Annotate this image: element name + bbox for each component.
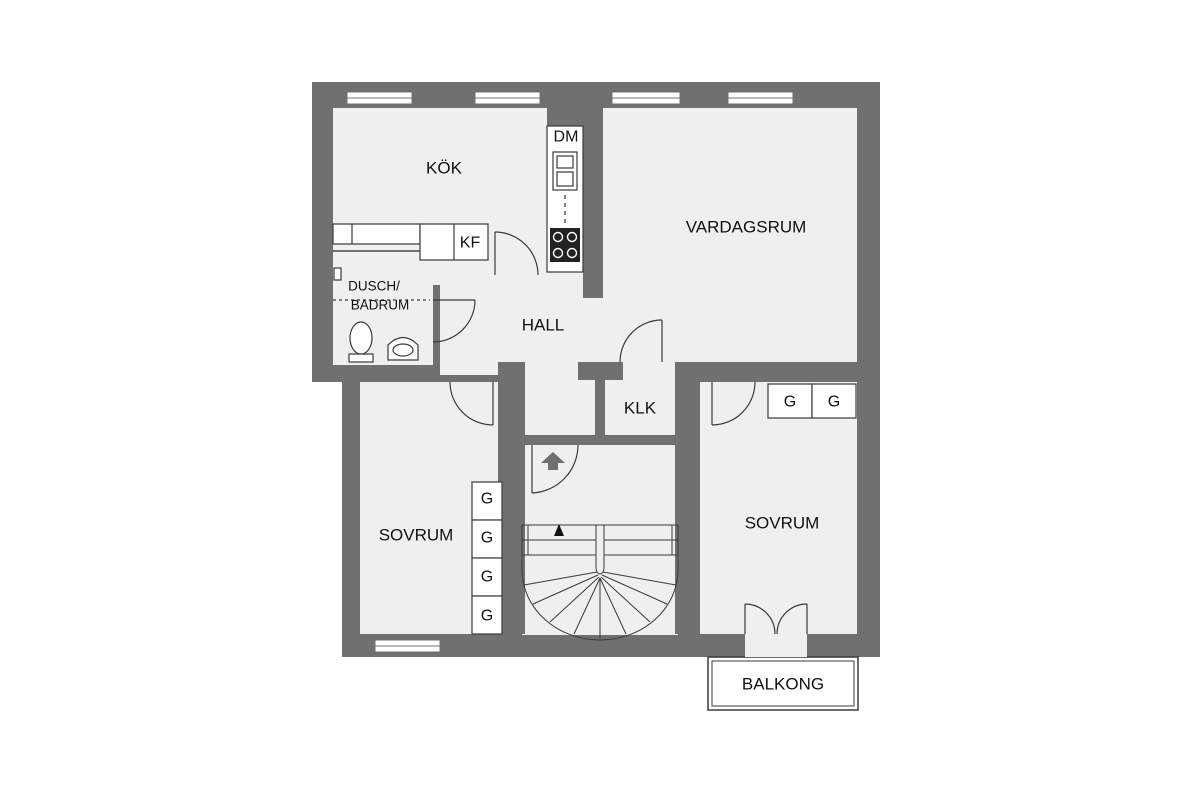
living-floor: [560, 108, 857, 362]
balcony-door-gap: [745, 634, 807, 657]
stair-step: [532, 574, 599, 605]
stair-step: [601, 574, 668, 605]
basin-bowl: [392, 343, 414, 357]
door-arc-balcony-1: [744, 603, 776, 635]
stair-step: [602, 571, 677, 586]
stove: [550, 228, 580, 262]
room-label-bath-line1: DUSCH/: [348, 279, 400, 294]
door-arc-bedroom-right: [711, 381, 756, 426]
room-label-bedroom-right: SOVRUM: [745, 514, 820, 533]
wardrobe-label: G: [481, 608, 493, 625]
toilet-tank: [348, 353, 374, 363]
stair-step: [599, 577, 627, 635]
wall-right-column: [675, 362, 700, 634]
wardrobe-box: [767, 383, 813, 419]
stair-step: [600, 576, 651, 623]
burner: [566, 231, 578, 243]
wardrobe-boxes: [471, 383, 857, 635]
shower-head: [333, 267, 342, 281]
stair-inner: [595, 525, 605, 575]
door-arc-bath: [432, 299, 476, 343]
sink-bowl-2: [556, 171, 574, 187]
room-label-closet: KLK: [624, 399, 657, 418]
door-arc-balcony-2: [776, 603, 808, 635]
room-label-living: VARDAGSRUM: [686, 218, 807, 237]
wardrobe-label: G: [784, 394, 796, 411]
stair-step: [573, 577, 601, 635]
room-label-bath-line2: BADRUM: [351, 298, 410, 313]
windows: [346, 91, 794, 653]
wall-stair-top: [525, 435, 678, 445]
balcony-inner: [711, 660, 855, 707]
staircase: [521, 524, 679, 641]
closet-floor: [605, 380, 675, 435]
wardrobe-box: [811, 383, 857, 419]
stove-top: [550, 228, 580, 262]
stair-outer: [521, 525, 679, 641]
stair-step: [523, 571, 598, 586]
toilet-bowl: [349, 321, 373, 355]
entry-arrow-shape: [541, 452, 565, 470]
wardrobe-label: G: [481, 491, 493, 508]
kitchen-counter-bottom: [332, 223, 421, 245]
room-label-hall: HALL: [522, 316, 565, 335]
wardrobe-label: G: [481, 530, 493, 547]
fixture-label-fridge-freezer: KF: [460, 235, 481, 252]
wardrobe-box: [471, 519, 503, 559]
door-arc-bedroom-left: [449, 381, 494, 426]
room-label-bedroom-left: SOVRUM: [379, 526, 454, 545]
burner: [566, 247, 578, 259]
room-label-kitchen: KÖK: [426, 159, 463, 178]
burner: [552, 247, 564, 259]
sink-bowl-1: [556, 155, 574, 169]
room-label-balcony: BALKONG: [742, 675, 824, 694]
wall-column: [583, 108, 603, 298]
door-swings: [432, 231, 808, 657]
entry-arrow-icon: [541, 452, 565, 470]
door-arc-living: [619, 319, 663, 363]
wardrobe-label: G: [828, 394, 840, 411]
door-arc-entry: [531, 444, 579, 494]
balcony-outline: [707, 656, 859, 711]
wardrobe-label: G: [481, 569, 493, 586]
burner: [552, 231, 564, 243]
stair-up-arrow-icon: [554, 524, 564, 536]
bathroom-fixtures: [333, 267, 430, 363]
wardrobe-box: [471, 595, 503, 635]
door-arc-kitchen: [494, 231, 539, 276]
stair-step: [549, 576, 600, 623]
wall-closet-left: [595, 362, 605, 440]
hall-floor: [440, 280, 698, 495]
right-bedroom-floor: [700, 382, 857, 634]
fixture-label-dishwasher: DM: [554, 129, 579, 146]
